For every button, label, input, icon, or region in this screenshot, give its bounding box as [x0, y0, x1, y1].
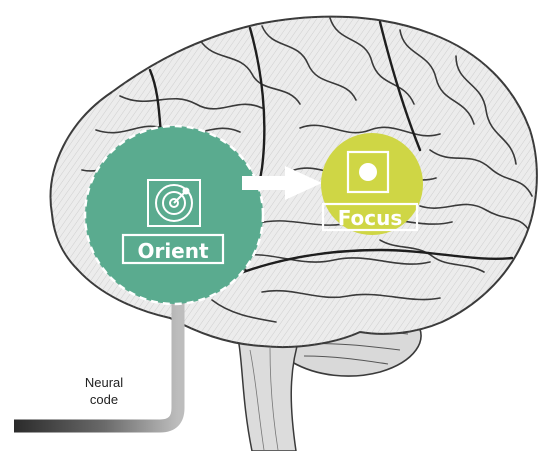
arrow-right-icon — [242, 166, 322, 200]
gyri-lines — [81, 17, 533, 323]
orient-label-box — [121, 233, 225, 265]
radar-icon — [147, 179, 201, 227]
brain-stem-shading — [249, 347, 279, 451]
focus-circle — [321, 133, 423, 235]
target-square-icon — [346, 150, 390, 194]
neural-code-label-line2: code — [90, 392, 118, 407]
neural-code-line — [14, 290, 185, 433]
neural-code-label-line1: Neural — [85, 375, 123, 390]
focus-node: Focus — [321, 133, 423, 235]
focus-label: Focus — [338, 206, 403, 230]
focus-label-box — [321, 202, 419, 232]
orient-node: Orient — [83, 124, 265, 306]
orient-label: Orient — [137, 239, 209, 263]
